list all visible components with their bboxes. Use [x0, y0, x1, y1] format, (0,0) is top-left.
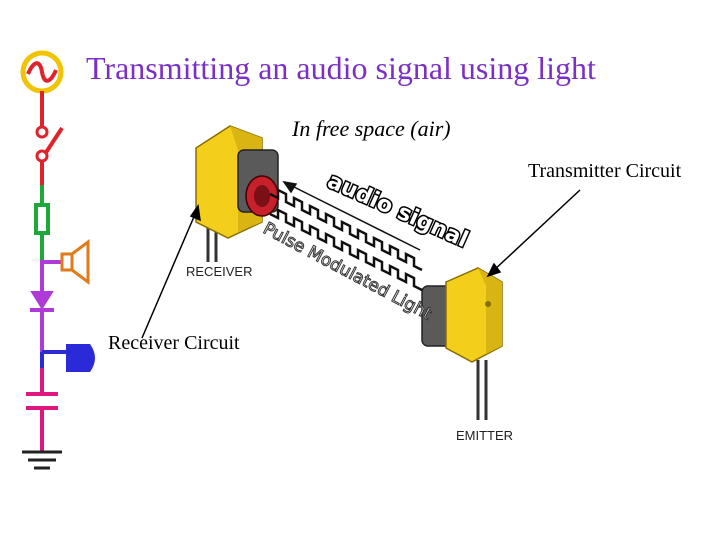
pulse-light-text: Pulse Modulated Light: [260, 219, 435, 325]
receiver-unit: RECEIVER: [186, 125, 279, 279]
receiver-circuit-label: Receiver Circuit: [108, 332, 240, 354]
emitter-unit: EMITTER: [421, 267, 513, 443]
beam-arrows: [282, 180, 421, 251]
pulse-wave-icon: [269, 187, 423, 292]
photo-sensor-icon: [66, 344, 95, 372]
speaker-icon: [60, 239, 90, 285]
transmitter-circuit-label: Transmitter Circuit: [528, 160, 682, 182]
callout-arrows: [141, 189, 581, 339]
ground-icon: [22, 450, 62, 470]
page-title: Transmitting an audio signal using light: [86, 50, 596, 86]
emitter-device-label: EMITTER: [456, 428, 513, 443]
page-subtitle: In free space (air): [292, 116, 451, 141]
audio-signal-text: audio signal: [324, 169, 472, 253]
switch-icon: [35, 125, 64, 163]
receiver-device-label: RECEIVER: [186, 264, 252, 279]
